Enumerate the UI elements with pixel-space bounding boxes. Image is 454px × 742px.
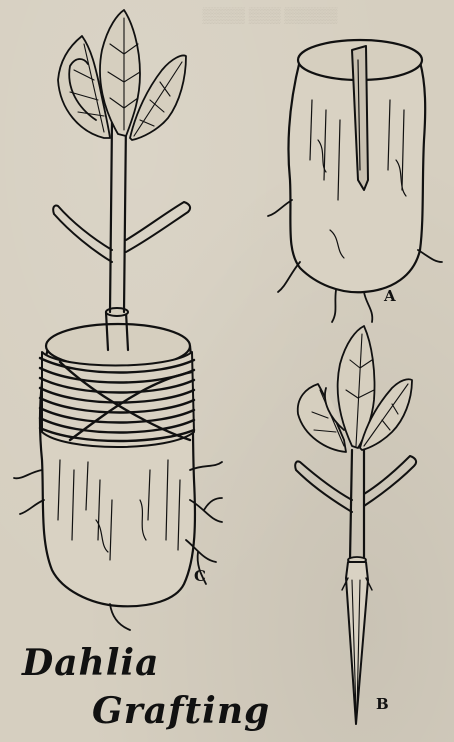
figure-label-a: A (384, 287, 396, 305)
figure-label-b: B (376, 695, 389, 713)
caption-line-2: Grafting (92, 690, 270, 732)
figure-b-wedge-scion (295, 326, 416, 724)
caption-line-1: Dahlia (22, 642, 159, 684)
figure-c-graft (14, 10, 222, 630)
figure-a-cleft-tuber (268, 40, 442, 322)
figure-label-c: C (194, 567, 206, 585)
